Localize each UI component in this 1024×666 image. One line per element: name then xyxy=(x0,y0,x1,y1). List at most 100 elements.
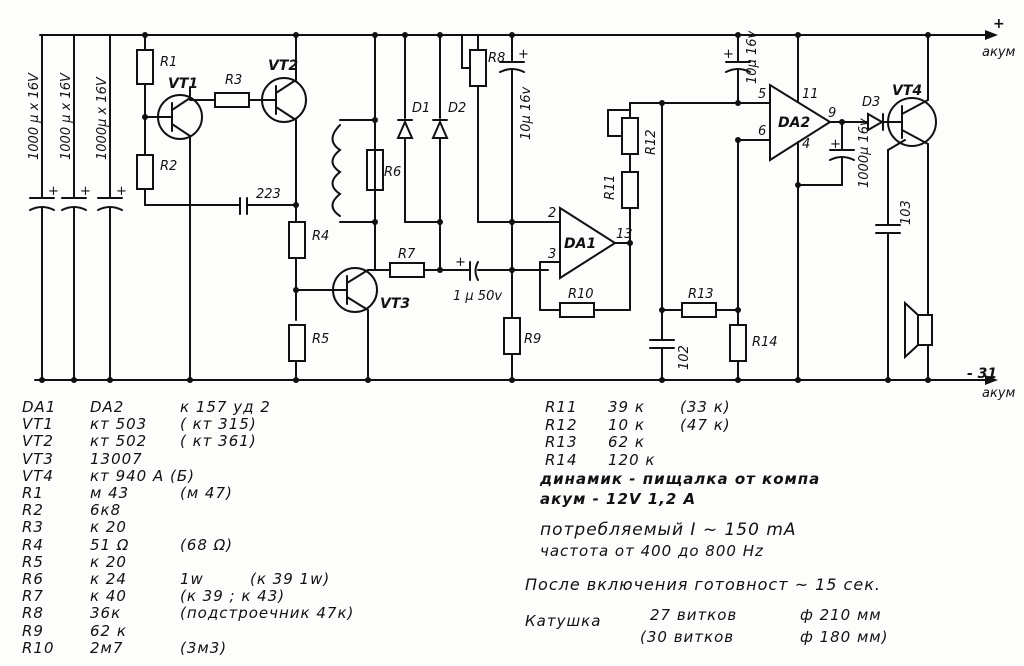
r9-label: R9 xyxy=(524,332,541,347)
parts-row-11-col-1: к 40 xyxy=(90,587,127,606)
capacitor-c1 xyxy=(29,34,55,381)
capacitor-10u xyxy=(499,34,525,319)
note-coil2-diameter: ф 180 мм) xyxy=(800,628,889,646)
parts-row-14-col-0: R10 xyxy=(22,638,55,657)
parts-row-1-col-2: ( кт 315) xyxy=(180,415,257,434)
transistor-vt4 xyxy=(887,34,937,301)
d1-label: D1 xyxy=(412,101,430,116)
note-coil1-turns: 27 витков xyxy=(650,606,738,624)
negative-rail xyxy=(34,375,998,385)
diode-d3 xyxy=(867,112,903,132)
positive-rail-sign: + xyxy=(993,16,1005,32)
parts-row-2-col-1: кт 502 xyxy=(90,432,148,451)
resistor-r7 xyxy=(374,262,471,278)
c3-label: 1000μ x 16V xyxy=(95,76,110,160)
capacitor-10u-2 xyxy=(725,34,751,104)
parts-row-12-col-1: 36к xyxy=(90,604,122,623)
r1-label: R1 xyxy=(160,55,177,70)
parts-row-2-col-0: VT2 xyxy=(22,432,54,451)
note-coil-label: Катушка xyxy=(525,612,602,630)
resistor-r14 xyxy=(729,139,747,381)
transistor-vt3 xyxy=(332,267,378,381)
r7-label: R7 xyxy=(398,247,416,262)
capacitor-1000u xyxy=(797,121,855,186)
c223-label: 223 xyxy=(256,187,281,202)
parts-row-12-col-2: (подстроечник 47к) xyxy=(180,604,355,623)
r6-label: R6 xyxy=(384,165,401,180)
parts-row-7-col-0: R3 xyxy=(22,518,44,537)
parts-right-row-0-col-1: 39 к xyxy=(608,398,645,416)
r12-label: R12 xyxy=(644,129,659,155)
c1u-plus: + xyxy=(455,255,466,270)
positive-rail-name: акум xyxy=(982,45,1016,60)
note-battery: акум - 12V 1,2 А xyxy=(540,490,697,508)
c1-label: 1000 μ x 16V xyxy=(27,72,42,160)
r8-label: R8 xyxy=(488,51,505,66)
opamp-da2 xyxy=(737,34,869,381)
parts-row-5-col-0: R1 xyxy=(22,484,44,502)
da2-label: DA2 xyxy=(778,115,810,131)
capacitor-1u xyxy=(469,261,549,281)
parts-row-7-col-1: к 20 xyxy=(90,518,127,537)
parts-row-1-col-0: VT1 xyxy=(22,415,54,434)
parts-row-1-col-1: кт 503 xyxy=(90,415,148,434)
diode-d2 xyxy=(431,34,449,271)
r11-label: R11 xyxy=(603,174,618,200)
positive-rail xyxy=(39,30,998,40)
r13-label: R13 xyxy=(688,287,714,302)
parts-row-0-col-0: DA1 xyxy=(22,398,57,416)
c2-plus: + xyxy=(80,184,91,199)
resistor-r6 xyxy=(366,149,384,191)
parts-row-3-col-0: VT3 xyxy=(22,449,54,468)
parts-right-row-1-col-0: R12 xyxy=(545,415,578,434)
da2-pin4: 4 xyxy=(802,137,810,152)
c1000u-plus: + xyxy=(830,137,841,152)
d3-label: D3 xyxy=(862,95,880,110)
note-coil2-turns: (30 витков xyxy=(640,628,735,646)
parts-row-6-col-0: R2 xyxy=(22,501,44,520)
parts-row-5-col-1: м 43 xyxy=(90,484,130,502)
resistor-r2 xyxy=(136,154,241,206)
parts-row-2-col-2: ( кт 361) xyxy=(180,432,257,451)
c3-plus: + xyxy=(116,184,127,199)
parts-right-row-2-col-1: 62 к xyxy=(608,433,645,451)
r3-label: R3 xyxy=(225,73,242,88)
resistor-r9 xyxy=(503,317,521,381)
parts-row-13-col-1: 62 к xyxy=(90,621,127,640)
parts-row-3-col-1: 13007 xyxy=(90,449,143,468)
da2-pin11: 11 xyxy=(802,87,819,102)
c103-label: 103 xyxy=(899,200,914,225)
parts-row-14-col-2: (3м3) xyxy=(180,638,228,657)
c102-label: 102 xyxy=(677,345,692,370)
capacitor-103 xyxy=(875,224,901,381)
r5-label: R5 xyxy=(312,332,329,347)
note-current: потребляемый I ~ 150 mA xyxy=(540,520,797,540)
c2-label: 1000 μ x 16V xyxy=(59,72,74,160)
parts-row-8-col-2: (68 Ω) xyxy=(180,535,234,554)
junction-dots xyxy=(39,32,931,383)
c10u2-label: 10μ 16v xyxy=(745,31,760,84)
r10-label: R10 xyxy=(568,287,594,302)
parts-row-10-col-1: к 24 xyxy=(90,570,127,588)
parts-right-row-0-col-2: (33 к) xyxy=(680,398,731,416)
parts-row-5-col-2: (м 47) xyxy=(180,484,233,502)
da1-pin13: 13 xyxy=(616,227,633,242)
parts-row-14-col-1: 2м7 xyxy=(90,638,124,657)
resistor-r3 xyxy=(214,92,277,108)
parts-row-4-col-1: кт 940 А (Б) xyxy=(90,466,195,485)
da2-pin5: 5 xyxy=(758,87,766,102)
parts-right-row-3-col-0: R14 xyxy=(545,450,578,469)
parts-right-row-1-col-2: (47 к) xyxy=(680,415,731,434)
parts-row-11-col-2: (к 39 ; к 43) xyxy=(180,587,286,606)
parts-row-6-col-1: 6к8 xyxy=(90,501,122,520)
parts-row-9-col-1: к 20 xyxy=(90,552,127,571)
parts-row-10-col-0: R6 xyxy=(22,570,44,588)
negative-rail-name: акум xyxy=(982,386,1016,401)
parts-row-10-col-3: (к 39 1w) xyxy=(250,570,331,588)
c10u2-plus: + xyxy=(723,47,734,62)
parts-row-8-col-1: 51 Ω xyxy=(90,535,130,554)
c1-plus: + xyxy=(48,184,59,199)
parts-right-row-3-col-1: 120 к xyxy=(608,450,656,469)
parts-right-row-1-col-1: 10 к xyxy=(608,415,645,434)
